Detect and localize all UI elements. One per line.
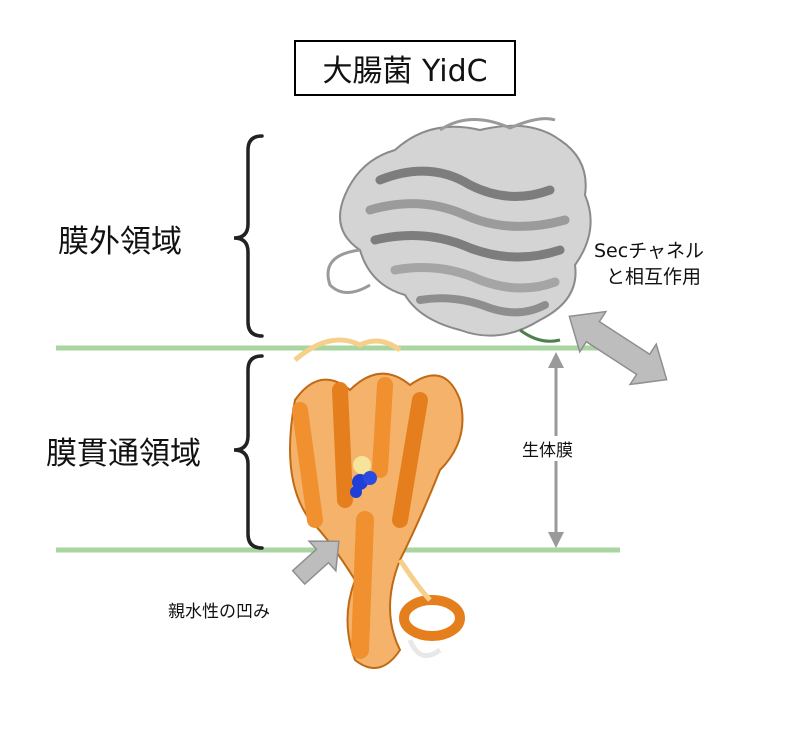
extra-region-brace [233,134,264,338]
tm-region-label: 膜貫通領域 [46,436,201,472]
membrane-label: 生体膜 [522,436,573,461]
transmembrane-domain-structure [289,337,465,669]
periplasmic-domain-structure [326,117,592,343]
sec-double-arrow [568,310,668,386]
tm-region-brace [233,354,264,550]
title-box: 大腸菌 YidC [294,40,516,96]
page-title: 大腸菌 YidC [322,54,488,89]
sec-label-line2: と相互作用 [606,266,702,288]
extra-region-label: 膜外領域 [58,224,182,260]
sec-label-line1: Secチャネル [594,240,705,262]
pocket-arrow [291,540,340,586]
pocket-label: 親水性の凹み [168,602,270,622]
